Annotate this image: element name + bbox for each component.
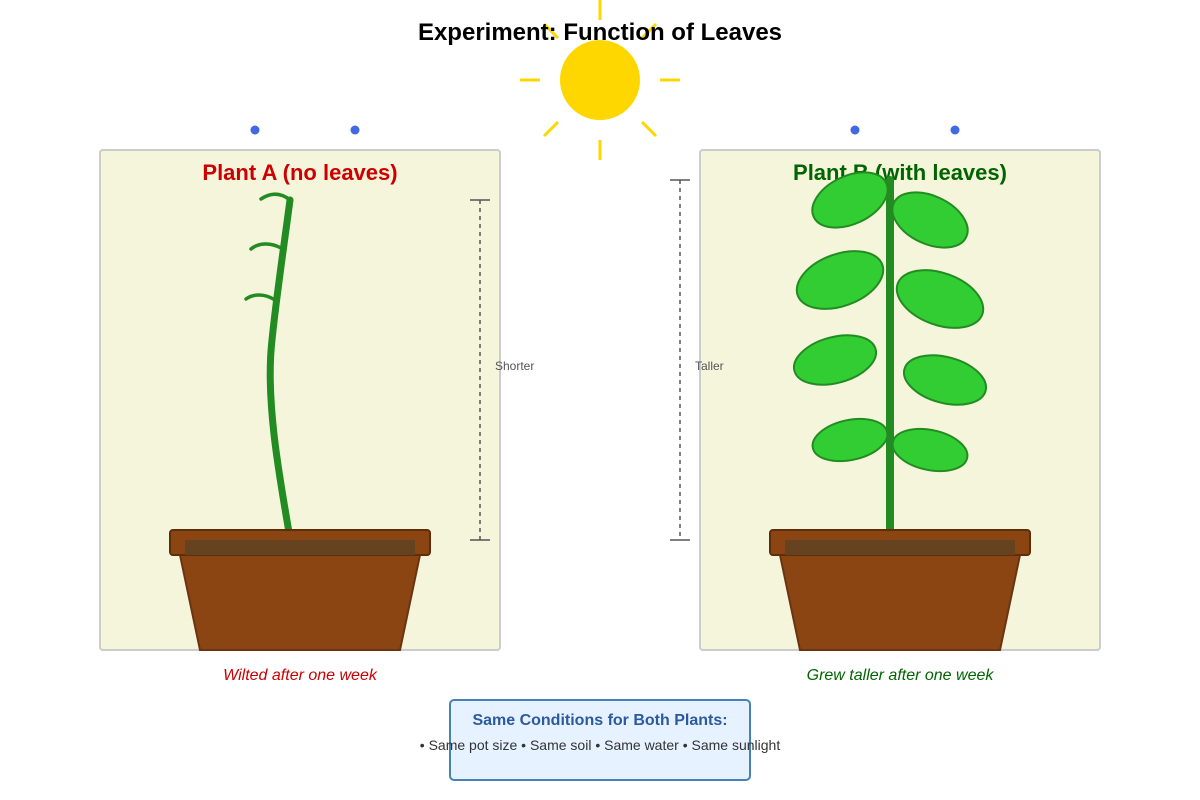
plant-b-height-label: Taller xyxy=(695,359,724,373)
water-drop-icon xyxy=(250,125,260,135)
leaf-icon xyxy=(902,354,988,406)
pot-soil xyxy=(785,540,1015,555)
plant-b-height-measure xyxy=(670,179,690,541)
leaf-icon xyxy=(811,417,889,463)
sun-icon xyxy=(520,0,680,160)
sun-rays xyxy=(520,0,680,160)
leaf-icon xyxy=(891,427,969,473)
sun-disc xyxy=(560,40,640,120)
plant-a-pot xyxy=(169,529,431,651)
leaf-icon xyxy=(811,171,889,229)
plant-a-height-label: Shorter xyxy=(495,359,534,373)
water-drop-icon xyxy=(350,125,360,135)
plant-a-label: Plant A (no leaves) xyxy=(202,160,397,185)
leaf-icon xyxy=(792,334,878,386)
water-drop-icon xyxy=(950,125,960,135)
pot-body xyxy=(778,554,1022,651)
leaves xyxy=(792,171,988,473)
water-drops xyxy=(250,125,960,135)
leaf-icon xyxy=(795,250,885,310)
water-drop-icon xyxy=(850,125,860,135)
plant-a-stem xyxy=(266,196,294,542)
wilted-tendril xyxy=(244,293,277,302)
conditions-box: Same Conditions for Both Plants: • Same … xyxy=(420,699,781,781)
conditions-text: • Same pot size • Same soil • Same water… xyxy=(420,737,781,753)
wilted-tendril xyxy=(249,242,283,251)
plant-b-healthy-plant xyxy=(792,171,988,542)
plant-a-caption: Wilted after one week xyxy=(223,667,378,684)
pot-soil xyxy=(185,540,415,555)
conditions-frame xyxy=(449,699,751,781)
leaf-icon xyxy=(891,191,969,249)
plant-a-height-measure xyxy=(470,199,490,541)
plant-b-caption: Grew taller after one week xyxy=(807,667,995,684)
plant-b-pot xyxy=(769,529,1031,651)
page-title: Experiment: Function of Leaves xyxy=(418,19,782,46)
conditions-title: Same Conditions for Both Plants: xyxy=(472,712,727,729)
plant-a-wilted-plant xyxy=(244,192,294,542)
plant-b-label: Plant B (with leaves) xyxy=(793,160,1007,185)
wilted-tendril xyxy=(259,192,292,202)
pot-body xyxy=(178,554,422,651)
leaf-icon xyxy=(895,269,985,329)
